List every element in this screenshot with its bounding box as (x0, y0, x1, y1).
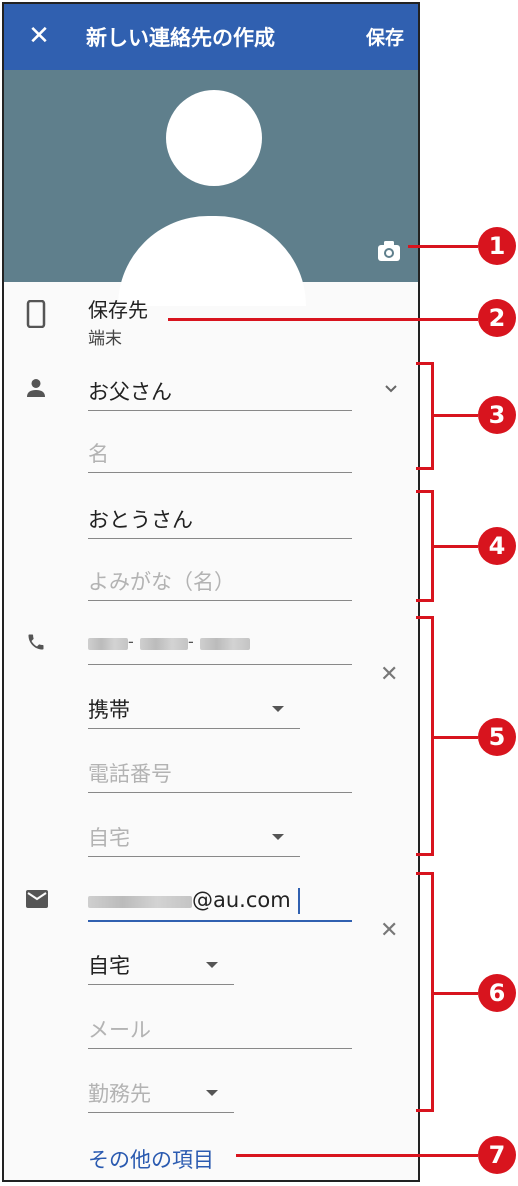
callout-bracket-4 (416, 490, 434, 602)
save-button[interactable]: 保存 (365, 27, 404, 49)
callout-line-6 (434, 992, 478, 995)
storage-value[interactable]: 端末 (88, 329, 122, 349)
callout-line-7 (236, 1154, 478, 1157)
dropdown-arrow-icon[interactable] (206, 962, 218, 968)
text-cursor (298, 888, 300, 914)
chevron-down-icon[interactable] (384, 384, 398, 394)
avatar-body (118, 216, 306, 306)
dropdown-arrow-icon[interactable] (206, 1090, 218, 1096)
callout-bracket-3 (416, 362, 434, 470)
phone-type-select[interactable]: 携帯 (88, 698, 130, 722)
family-reading-underline (88, 538, 352, 539)
callout-line-5 (434, 736, 478, 739)
callout-line-3 (434, 414, 478, 417)
phone-icon (28, 634, 44, 650)
phone-number-underline (88, 664, 352, 665)
given-name-input[interactable]: 名 (88, 442, 109, 466)
callout-badge-6: 6 (478, 974, 516, 1012)
camera-icon[interactable] (376, 238, 402, 264)
callout-badge-4: 4 (478, 527, 516, 565)
avatar-head (166, 90, 262, 186)
phone-type2-underline (88, 856, 300, 857)
email-type2-select[interactable]: 勤務先 (88, 1082, 151, 1106)
phone-device-icon (26, 300, 46, 328)
callout-bracket-6 (416, 872, 434, 1112)
callout-badge-2: 2 (478, 299, 516, 337)
phone-type2-select[interactable]: 自宅 (88, 826, 130, 850)
callout-line-2 (168, 318, 478, 321)
remove-email-button[interactable]: ✕ (380, 918, 399, 943)
email-user-masked (88, 896, 192, 908)
contact-photo-area[interactable] (4, 70, 418, 306)
callout-line-4 (434, 545, 478, 548)
callout-badge-3: 3 (478, 396, 516, 434)
person-icon (27, 379, 45, 397)
family-name-input[interactable]: お父さん (88, 380, 172, 404)
app-bar: ✕ 新しい連絡先の作成 保存 (4, 4, 418, 70)
dropdown-arrow-icon[interactable] (272, 706, 284, 712)
callout-badge-5: 5 (478, 718, 516, 756)
phone-number-input[interactable]: 電話番号 (88, 762, 172, 786)
email-icon (26, 890, 48, 908)
phone-number-masked-2 (140, 638, 188, 650)
given-name-underline (88, 472, 352, 473)
phone-number-masked-3 (200, 638, 250, 650)
phone-number-separator-1: - (128, 632, 134, 651)
storage-label: 保存先 (88, 298, 148, 322)
phone-number-separator-2: - (188, 632, 194, 651)
page-title: 新しい連絡先の作成 (86, 26, 275, 50)
email-input-underline (88, 920, 352, 922)
callout-bracket-5 (416, 616, 434, 856)
email-input[interactable]: メール (88, 1018, 151, 1042)
remove-phone-button[interactable]: ✕ (380, 662, 399, 687)
given-reading-underline (88, 600, 352, 601)
contact-editor-screen: ✕ 新しい連絡先の作成 保存 保存先 端末 お父さん 名 おとうさん よみがな（… (2, 2, 420, 1182)
phone-type-underline (88, 728, 300, 729)
callout-badge-1: 1 (478, 227, 516, 265)
phone-number2-underline (88, 792, 352, 793)
callout-line-1 (408, 245, 478, 248)
close-button[interactable]: ✕ (28, 21, 50, 51)
email-type-underline (88, 984, 234, 985)
family-name-underline (88, 410, 352, 411)
email-type-select[interactable]: 自宅 (88, 954, 130, 978)
dropdown-arrow-icon[interactable] (272, 834, 284, 840)
given-reading-input[interactable]: よみがな（名） (88, 570, 235, 594)
more-items-link[interactable]: その他の項目 (88, 1148, 214, 1172)
email-domain[interactable]: @au.com (192, 888, 291, 912)
email-type2-underline (88, 1112, 234, 1113)
callout-badge-7: 7 (478, 1136, 516, 1174)
email2-underline (88, 1048, 352, 1049)
family-reading-input[interactable]: おとうさん (88, 508, 193, 532)
phone-number-masked-1 (88, 638, 128, 650)
